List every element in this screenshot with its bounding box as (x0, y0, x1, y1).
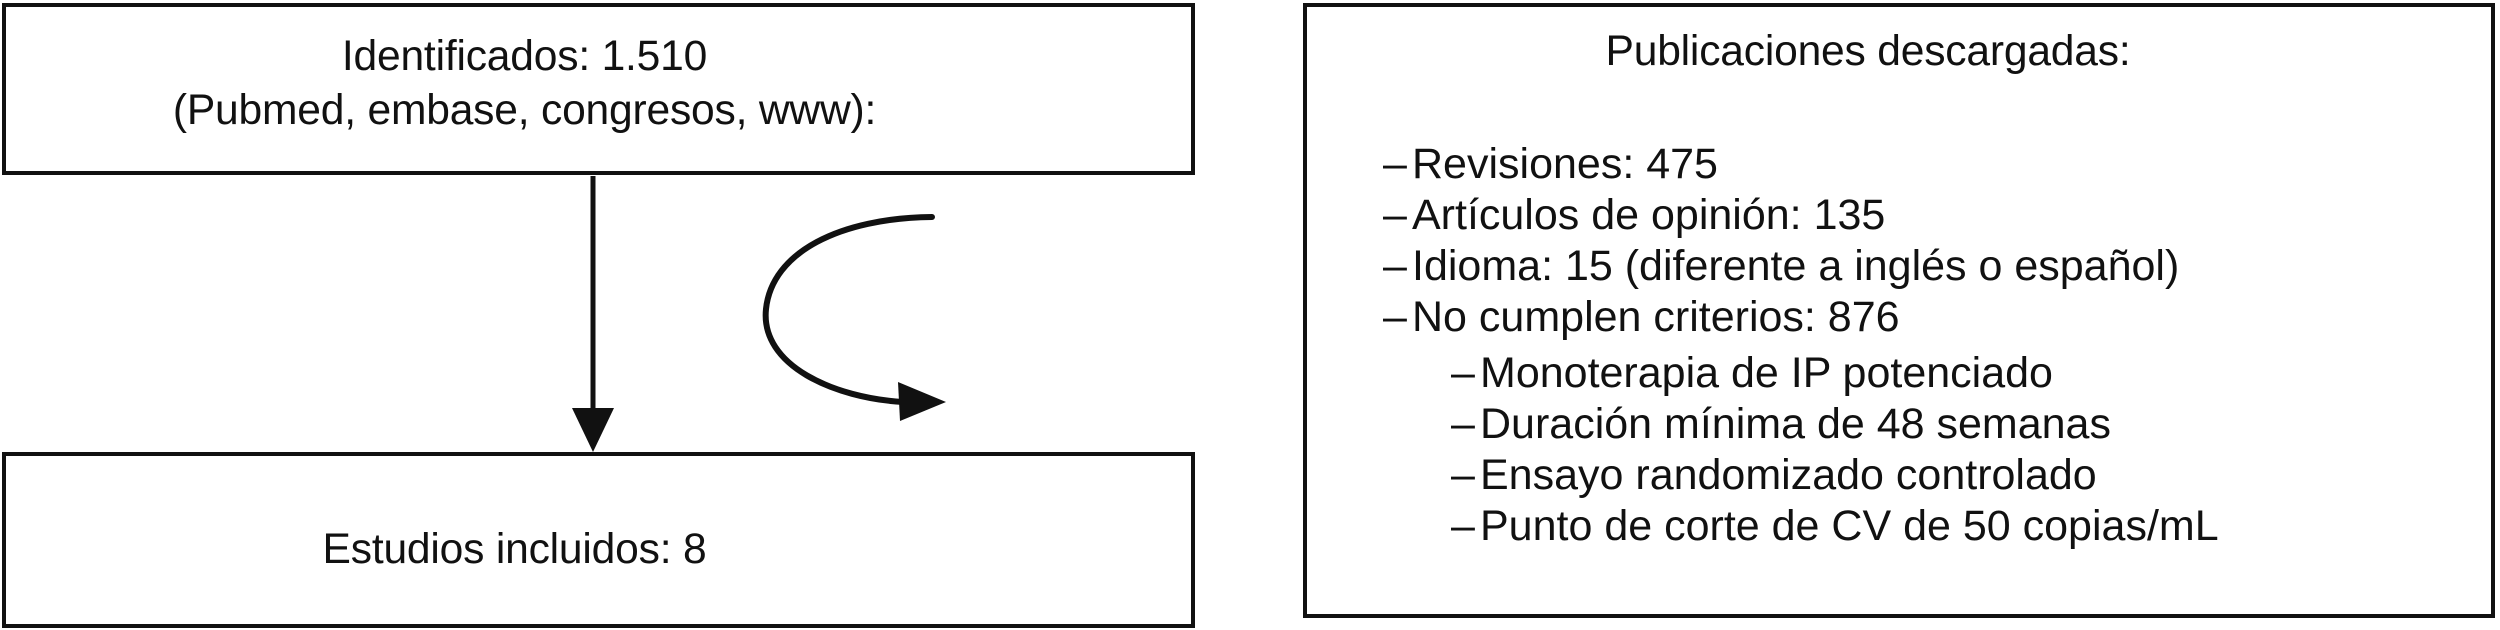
dash-marker-icon: – (1383, 140, 1407, 188)
list-item: – No cumplen criterios: 876 (1383, 292, 2483, 343)
list-item: – Duración mínima de 48 semanas (1451, 399, 2483, 450)
list-item: – Idioma: 15 (diferente a inglés o españ… (1383, 241, 2483, 292)
list-item-label: No cumplen criterios: 876 (1412, 293, 1900, 341)
list-item: – Ensayo randomizado controlado (1451, 450, 2483, 501)
list-item-label: Revisiones: 475 (1412, 140, 1718, 188)
identified-line-2: (Pubmed, embase, congresos, www): (172, 86, 877, 134)
dash-marker-icon: – (1383, 242, 1407, 290)
dash-marker-icon: – (1451, 502, 1475, 550)
list-item-label: Punto de corte de CV de 50 copias/mL (1480, 502, 2219, 550)
list-item: – Revisiones: 475 (1383, 139, 2483, 190)
list-item: – Artículos de opinión: 135 (1383, 190, 2483, 241)
included-line-1: Estudios incluidos: 8 (322, 525, 707, 573)
curved-arrow-icon (762, 214, 946, 421)
dash-marker-icon: – (1451, 349, 1475, 397)
downloaded-publications-box: Publicaciones descargadas: – Revisiones:… (1303, 3, 2495, 618)
exclusion-reasons-list: – Revisiones: 475 – Artículos de opinión… (1383, 139, 2483, 552)
dash-marker-icon: – (1383, 293, 1407, 341)
dash-marker-icon: – (1451, 400, 1475, 448)
identified-records-box: Identificados: 1.510 (Pubmed, embase, co… (2, 3, 1195, 175)
list-item-label: Artículos de opinión: 135 (1412, 191, 1886, 239)
included-studies-text: Estudios incluidos: 8 (6, 522, 1191, 576)
list-item: – Monoterapia de IP potenciado (1451, 348, 2483, 399)
downloaded-title-text: Publicaciones descargadas: (1605, 27, 2131, 75)
down-arrow-icon (572, 176, 614, 452)
dash-marker-icon: – (1383, 191, 1407, 239)
downloaded-publications-title: Publicaciones descargadas: (1307, 25, 2491, 77)
list-item-label: Duración mínima de 48 semanas (1480, 400, 2111, 448)
dash-marker-icon: – (1451, 451, 1475, 499)
list-item-label: Monoterapia de IP potenciado (1480, 349, 2053, 397)
identified-line-1: Identificados: 1.510 (341, 32, 708, 80)
included-studies-box: Estudios incluidos: 8 (2, 452, 1195, 628)
list-item: – Punto de corte de CV de 50 copias/mL (1451, 501, 2483, 552)
list-item-label: Idioma: 15 (diferente a inglés o español… (1412, 242, 2180, 290)
identified-records-text: Identificados: 1.510 (Pubmed, embase, co… (6, 29, 1191, 137)
list-item-label: Ensayo randomizado controlado (1480, 451, 2097, 499)
